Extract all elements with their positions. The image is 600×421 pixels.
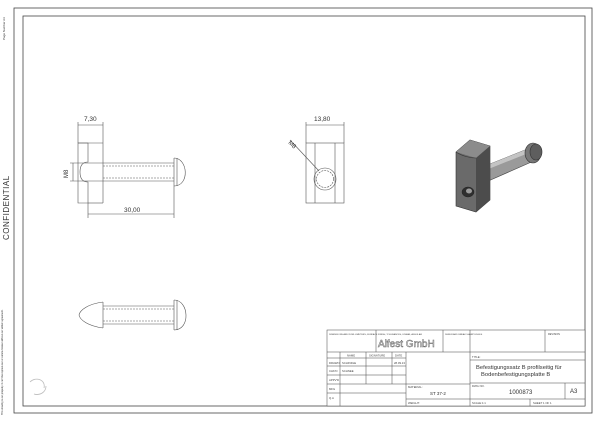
- top-view: [78, 299, 187, 331]
- confidential-label: CONFIDENTIAL: [2, 175, 11, 240]
- tb-row-drawn: DRAWN: [329, 361, 339, 365]
- isometric-view: [455, 139, 543, 213]
- tb-disclaimer: DIMENSIONS ARE IN MILLIMETERS; SURFACE F…: [329, 333, 422, 336]
- tb-scale: SCALE:1:1: [472, 401, 486, 405]
- tb-col-date: DATE: [395, 354, 402, 358]
- tb-date: 28.09.13: [394, 361, 405, 365]
- end-view: [289, 122, 345, 204]
- outer-border: [13, 7, 593, 414]
- dim-length-small: 7,30: [84, 116, 97, 123]
- title-block: [326, 329, 586, 407]
- side-view: [70, 122, 186, 218]
- tb-row-approved: APPV'D: [329, 378, 339, 382]
- dim-length-total: 30,00: [124, 207, 141, 214]
- tb-material: ST 37-2: [430, 391, 446, 396]
- tb-rev: REVISION: [548, 333, 560, 336]
- tb-name-checked: SCHNEE: [342, 369, 354, 373]
- dim-thread-left: M8: [64, 169, 70, 178]
- property-note: This drawing is our property. It can't b…: [1, 309, 4, 415]
- page-number-label: Page Number A3: [2, 17, 6, 40]
- tb-material-label: MATERIAL:: [408, 385, 423, 389]
- tb-size: A3: [570, 389, 578, 395]
- tb-dwg-label: DWG NO.: [472, 384, 485, 388]
- inner-border: [22, 15, 586, 407]
- dim-width: 13,80: [314, 116, 331, 123]
- tb-dwg-no: 1000873: [509, 390, 533, 396]
- tb-col-name: NAME: [347, 354, 355, 358]
- tb-title-label: TITLE:: [472, 355, 481, 359]
- tb-row-qa: Q.A: [329, 396, 334, 400]
- tb-row-checked: CHK'D: [329, 369, 337, 373]
- tb-title-line1: Befestigungssatz B profilseitig für: [476, 365, 562, 371]
- tb-edge: DEBUR AND BREAK SHARP EDGES: [445, 333, 483, 336]
- tb-title-line2: Bodenbefestigungsplatte B: [481, 372, 550, 378]
- tb-row-mfg: MFG: [329, 387, 335, 391]
- tb-company: Alfest GmbH: [378, 339, 435, 350]
- tb-name-drawn: SCHINDLE: [342, 361, 356, 365]
- tb-sheet: SHEET 1 OF 1: [533, 401, 552, 405]
- logo-mark: [29, 378, 47, 395]
- dim-thread-mid: M8: [287, 140, 298, 151]
- tb-col-signature: SIGNATURE: [369, 354, 385, 358]
- tb-weight-label: WEIGHT:: [408, 401, 420, 405]
